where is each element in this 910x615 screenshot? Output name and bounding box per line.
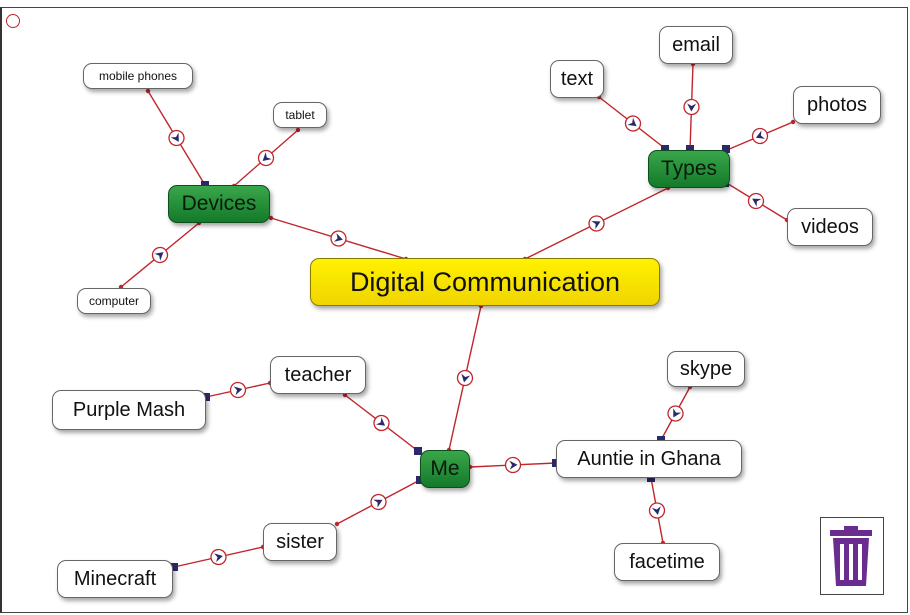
auntie-in-ghana-node[interactable]: Auntie in Ghana — [556, 440, 742, 478]
devices-node[interactable]: Devices — [168, 185, 270, 223]
auntie-arrow-icon[interactable] — [504, 456, 522, 474]
tablet-node[interactable]: tablet — [273, 102, 327, 128]
trash-button[interactable] — [820, 517, 884, 595]
minecraft-node[interactable]: Minecraft — [57, 560, 173, 598]
trash-icon — [830, 526, 872, 586]
tablet-endpoint — [295, 127, 301, 133]
photos-node[interactable]: photos — [793, 86, 881, 124]
videos-arrow-icon[interactable] — [745, 190, 767, 212]
facetime-node[interactable]: facetime — [614, 543, 720, 581]
photos-endpoint — [790, 119, 796, 125]
mobile-phones-endpoint — [145, 88, 151, 94]
email-arrow-icon[interactable] — [683, 98, 700, 116]
connector-handle[interactable] — [722, 145, 730, 153]
purple-mash-node[interactable]: Purple Mash — [52, 390, 206, 430]
me-node[interactable]: Me — [420, 450, 470, 488]
sister-arrow-icon[interactable] — [367, 491, 390, 513]
computer-arrow-icon[interactable] — [148, 243, 172, 267]
teacher-node[interactable]: teacher — [270, 356, 366, 394]
connector-handle[interactable] — [647, 474, 655, 482]
connector-handle[interactable] — [414, 447, 422, 455]
canvas-frame — [0, 7, 908, 613]
me-root-arrow-icon[interactable] — [455, 368, 475, 388]
connector-handle[interactable] — [661, 145, 669, 153]
mobile-phones-arrow-icon[interactable] — [165, 127, 188, 149]
minecraft-arrow-icon[interactable] — [208, 547, 229, 567]
devices-root-arrow-icon[interactable] — [328, 228, 349, 249]
types-root-arrow-icon[interactable] — [585, 212, 608, 235]
purple-mash-arrow-icon[interactable] — [228, 380, 248, 400]
photos-arrow-icon[interactable] — [749, 125, 771, 147]
sister-node[interactable]: sister — [263, 523, 337, 561]
teacher-arrow-icon[interactable] — [370, 411, 393, 435]
mobile-phones-node[interactable]: mobile phones — [83, 63, 193, 89]
text-arrow-icon[interactable] — [621, 112, 645, 135]
connector-handle[interactable] — [202, 393, 210, 401]
types-node[interactable]: Types — [648, 150, 730, 188]
corner-circle-marker — [6, 14, 20, 28]
videos-node[interactable]: videos — [787, 208, 873, 246]
sister-endpoint — [334, 521, 340, 527]
email-node[interactable]: email — [659, 26, 733, 64]
connector-handle[interactable] — [170, 563, 178, 571]
facetime-arrow-icon[interactable] — [647, 501, 667, 520]
devices-root-endpoint — [268, 215, 274, 221]
root-node[interactable]: Digital Communication — [310, 258, 660, 306]
connector-handle[interactable] — [686, 145, 694, 153]
computer-node[interactable]: computer — [77, 288, 151, 314]
text-node[interactable]: text — [550, 60, 604, 98]
skype-node[interactable]: skype — [667, 351, 745, 387]
skype-arrow-icon[interactable] — [664, 402, 687, 425]
